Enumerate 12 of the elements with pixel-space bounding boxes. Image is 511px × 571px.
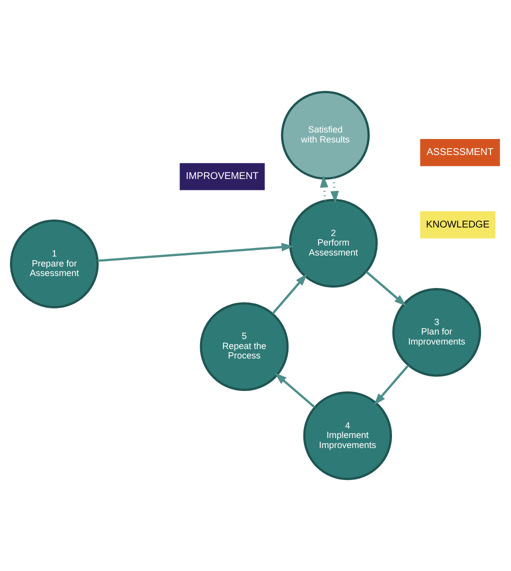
arrow [274,372,316,408]
arrow [320,175,328,201]
node-circle: 1 Prepare for Assessment [10,220,99,308]
arrow [374,364,410,406]
arrow [366,270,406,306]
arrow [98,242,294,262]
arrow [330,178,339,204]
label: KNOWLEDGE [426,219,490,230]
node-circle: Satisfied with Results [280,90,370,180]
arrow [272,274,308,314]
label: IMPROVEMENT [186,171,259,182]
label: ASSESSMENT [426,147,494,158]
